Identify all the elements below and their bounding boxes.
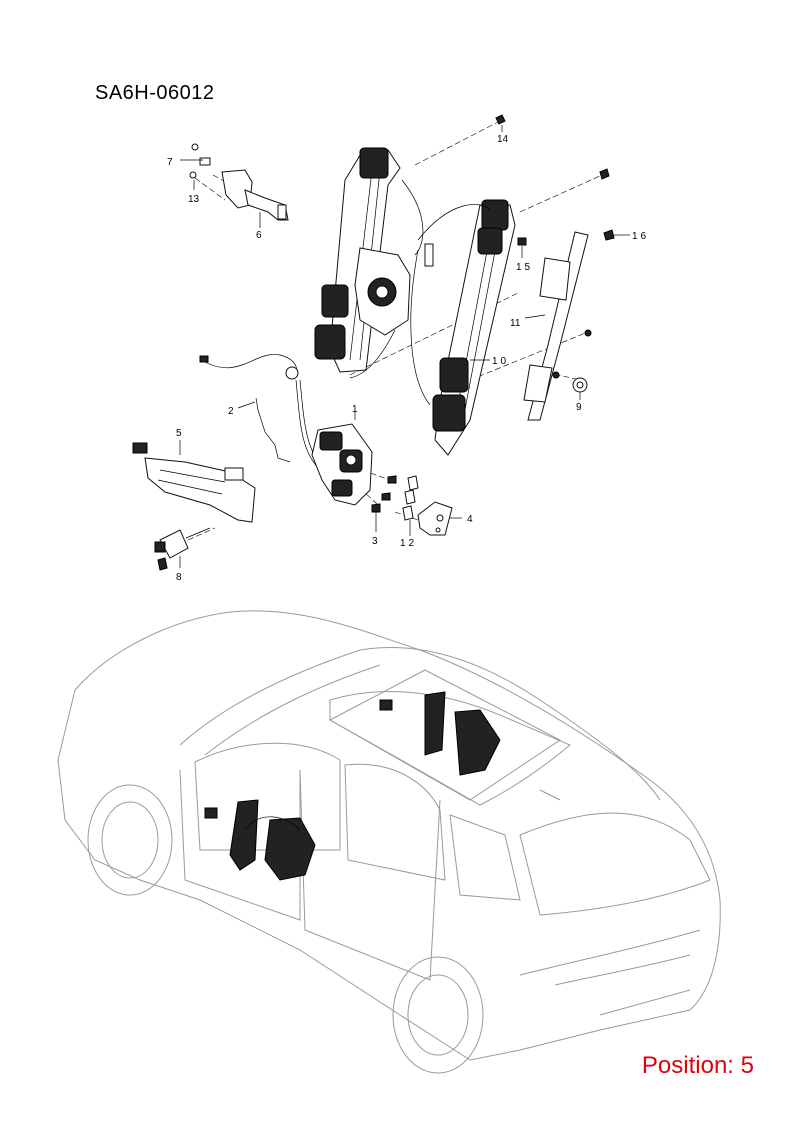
position-label: Position: 5 <box>641 1052 754 1079</box>
callout-12: 12 <box>400 538 417 549</box>
part-15-nut <box>517 237 527 246</box>
callout-16: 16 <box>632 231 649 242</box>
callout-15: 15 <box>516 262 533 273</box>
part-4-striker <box>417 501 453 536</box>
callout-2: 2 <box>228 406 234 417</box>
callout-3: 3 <box>372 536 378 547</box>
part-5-outside-handle <box>132 442 256 523</box>
release-cable <box>199 354 326 471</box>
rear-window-regulator <box>410 199 516 456</box>
part-6-door-check <box>189 143 289 221</box>
part-2-rod <box>255 397 291 463</box>
part-1-door-lock <box>311 423 373 506</box>
diagram-code: SA6H-06012 <box>95 82 215 104</box>
callout-6: 6 <box>256 230 262 241</box>
callout-13: 13 <box>188 194 200 205</box>
front-window-regulator <box>314 147 424 379</box>
part-12-screws <box>402 475 419 521</box>
callouts: 1 2 3 4 5 6 7 8 9 10 11 12 13 14 15 16 <box>167 125 649 583</box>
part-8-lock-cylinder <box>154 527 211 571</box>
callout-4: 4 <box>467 514 473 525</box>
callout-9: 9 <box>576 402 582 413</box>
part-3-screws <box>371 475 397 513</box>
vehicle-outline <box>57 610 721 1074</box>
callout-7: 7 <box>167 157 173 168</box>
part-9-grommet <box>572 377 588 393</box>
callout-11: 11 <box>510 318 521 329</box>
callout-10: 10 <box>492 356 509 367</box>
callout-5: 5 <box>176 428 182 439</box>
part-11-glass-channel <box>523 231 592 421</box>
part-16-bolt <box>599 168 615 241</box>
callout-1: 1 <box>352 404 358 415</box>
callout-14: 14 <box>497 134 509 145</box>
callout-8: 8 <box>176 572 182 583</box>
vehicle-highlight-parts <box>204 691 501 881</box>
part-14-nut <box>495 114 506 125</box>
